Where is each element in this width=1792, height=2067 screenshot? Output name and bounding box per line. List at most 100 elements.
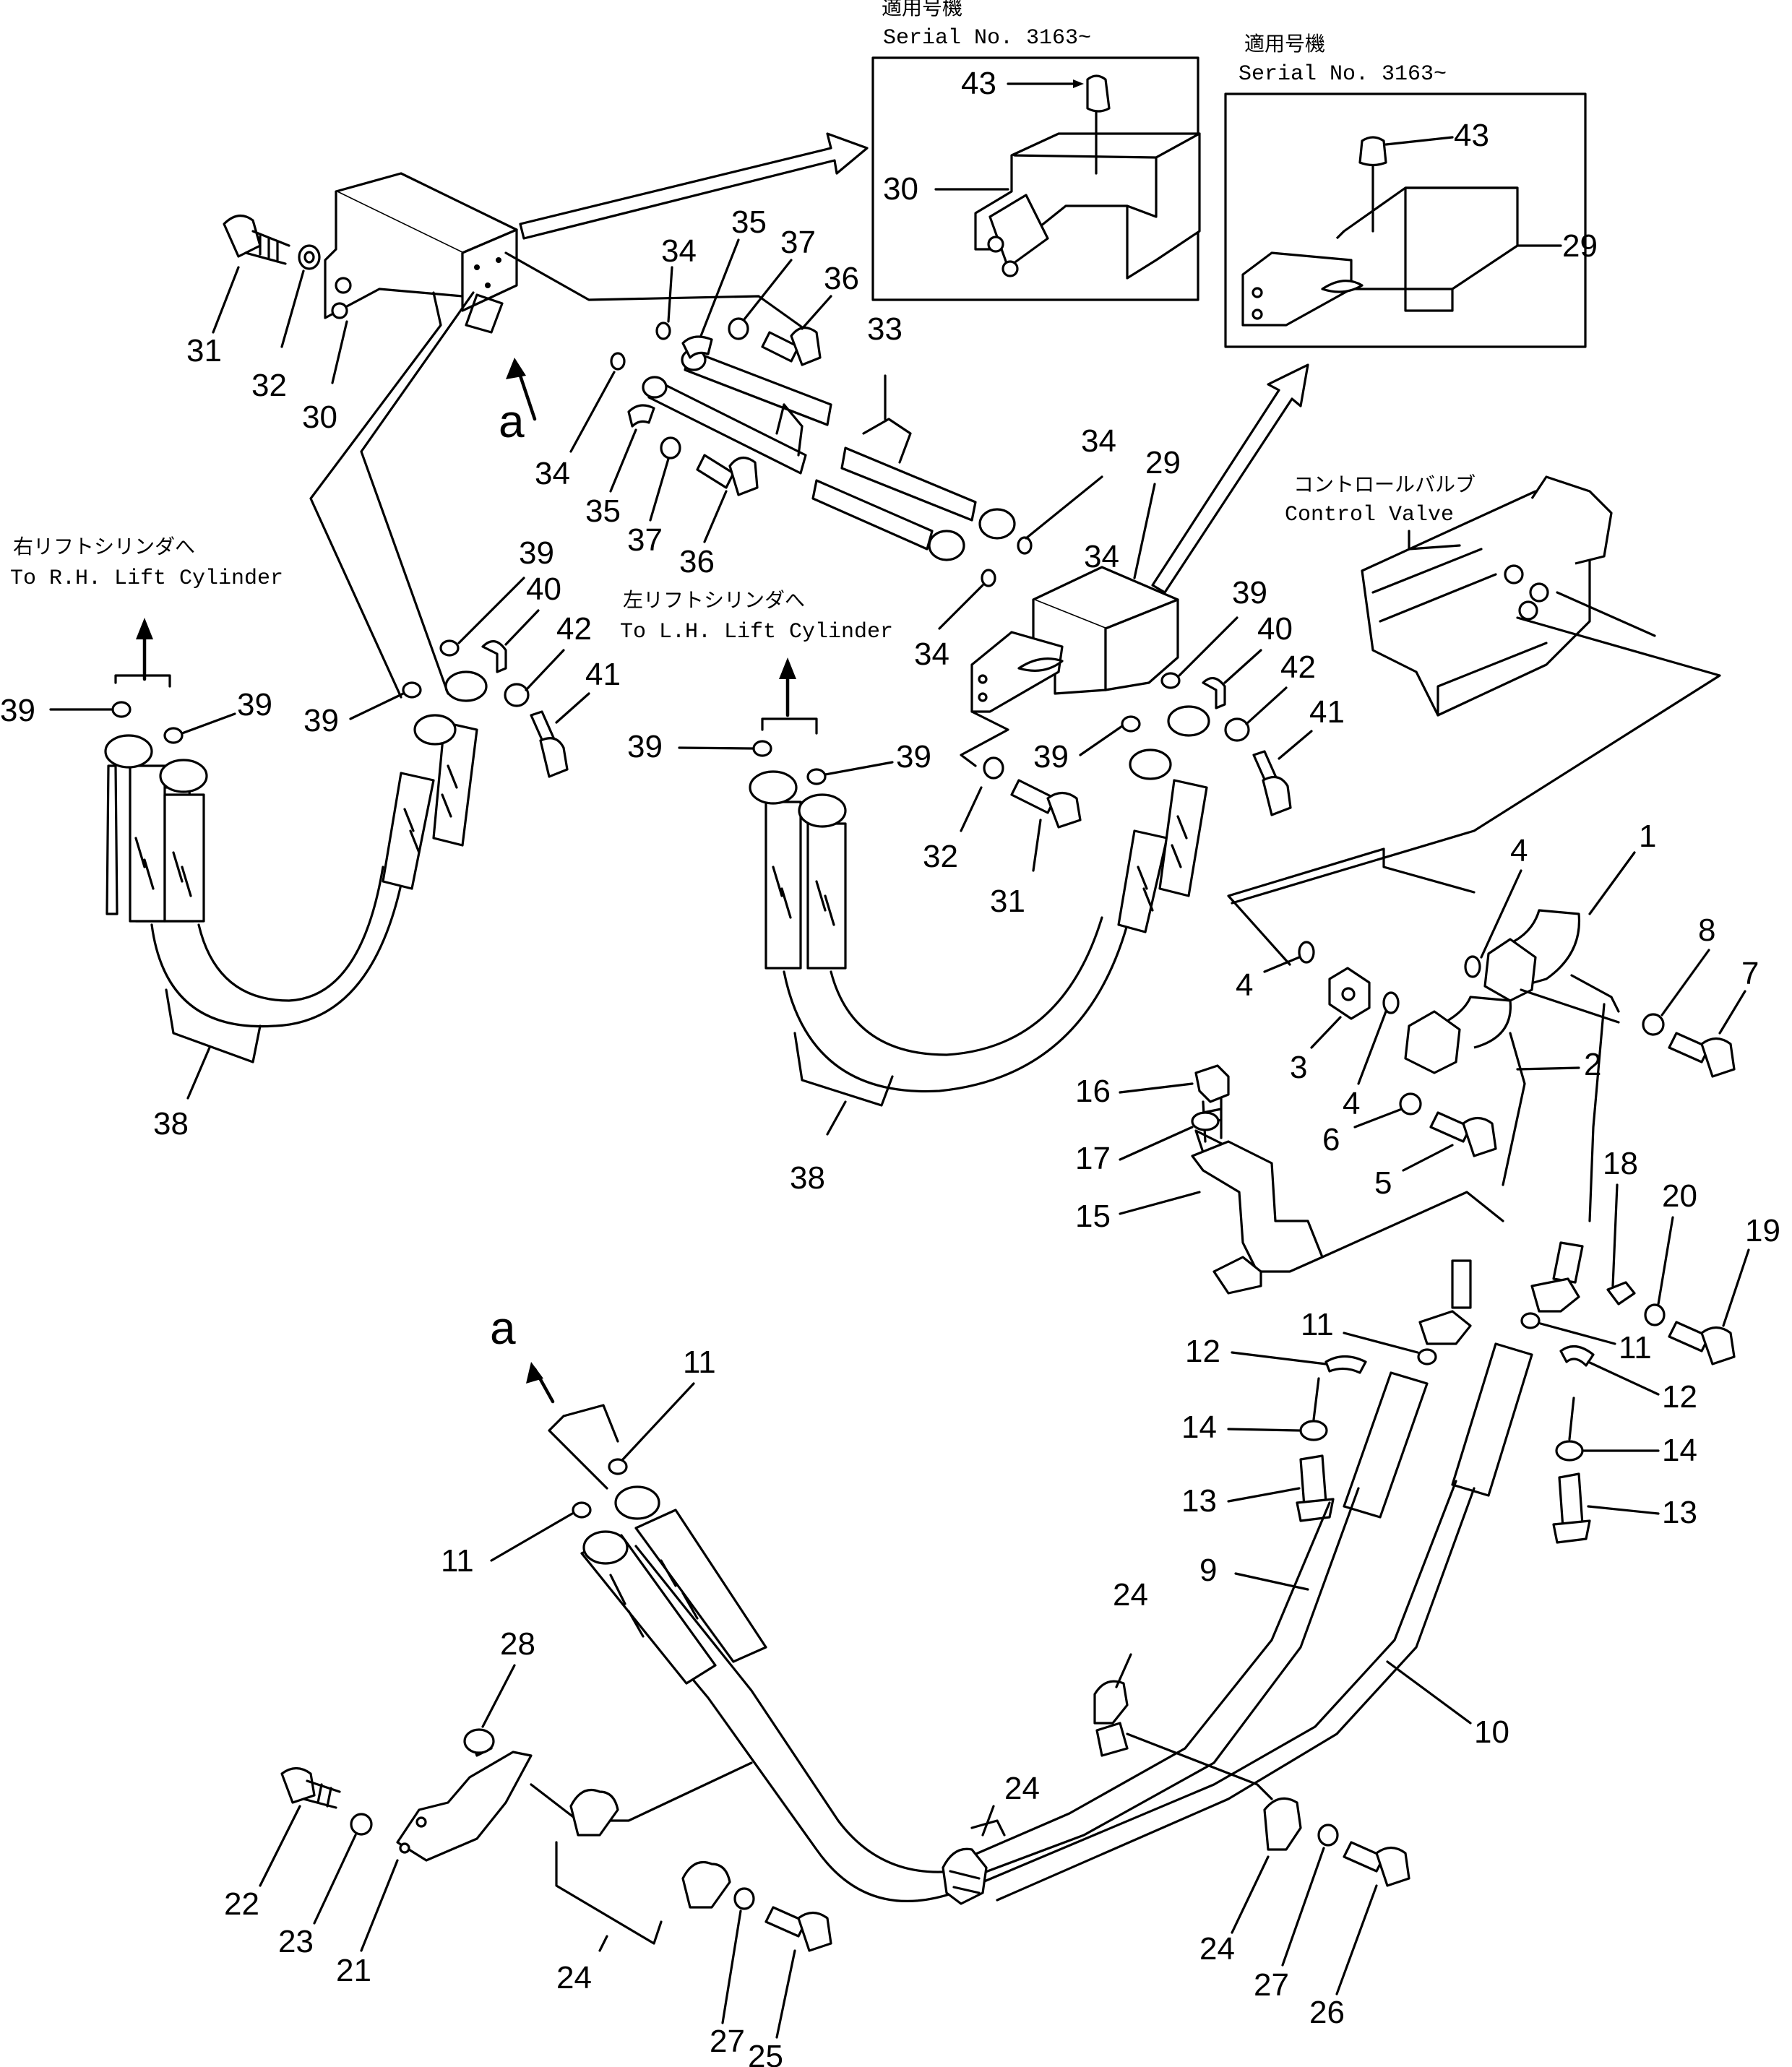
leader-12b-down [1568, 1397, 1575, 1441]
leader-4a [1480, 869, 1522, 959]
rh-route-line-b [360, 291, 475, 695]
view-arrow-head [506, 358, 526, 379]
callout-30-inset: 30 [883, 171, 918, 207]
leader-15 [1119, 1191, 1201, 1215]
lh-hose-hatching [772, 866, 835, 926]
bolt-26-shank [1343, 1841, 1385, 1873]
control-valve-caption-jp: コントロールバルブ [1293, 472, 1476, 496]
leader-11a [1343, 1332, 1419, 1354]
callout-42-l: 42 [556, 611, 592, 647]
leader-31m [1032, 819, 1042, 872]
rh-hose-loop-a [150, 866, 406, 1028]
lh-lift-caption-en: To L.H. Lift Cylinder [620, 620, 893, 644]
split-flange-35-a [681, 335, 713, 359]
leader-24d [1115, 1653, 1132, 1688]
leader-37b [649, 457, 670, 522]
pipe-1-down [1588, 1003, 1606, 1222]
hose-9-10-fittings: 18 20 19 11 11 12 12 14 14 13 13 [1181, 1146, 1780, 1544]
rh-lift-caption-en: To R.H. Lift Cylinder [10, 566, 283, 591]
hose-9-sleeve [1343, 1371, 1429, 1519]
clamp-24-e [1263, 1797, 1302, 1851]
bolt-5-shank [1429, 1111, 1472, 1143]
leader-39l2 [181, 712, 236, 735]
leader-42l [525, 649, 565, 691]
callout-33: 33 [867, 311, 903, 347]
washer-37-a [728, 317, 749, 340]
bracket-29-guide [960, 710, 1009, 767]
callout-28: 28 [500, 1626, 535, 1662]
rh-hose-c [382, 772, 435, 890]
lh-hose-b [806, 822, 847, 970]
leader-5 [1402, 1144, 1454, 1172]
callout-39-l2: 39 [237, 687, 272, 722]
hose-10-line-b [981, 1480, 1457, 1883]
callout-25: 25 [748, 2039, 783, 2067]
hose-38-rh-assembly: 右リフトシリンダへ To R.H. Lift Cylinder 38 [0, 291, 621, 1142]
callout-40-l: 40 [526, 571, 561, 607]
callout-22: 22 [224, 1886, 259, 1922]
control-valve-port [1504, 564, 1524, 584]
leader-2 [1516, 1066, 1580, 1071]
control-valve-route-a [1231, 616, 1721, 905]
callout-20: 20 [1662, 1178, 1697, 1214]
pipe-2-flange [1404, 1010, 1461, 1074]
leader-27b [1281, 1847, 1325, 1967]
rh-hose-loop-b [197, 866, 384, 1002]
o-ring-34-a [655, 322, 671, 340]
view-arrow-head-lower [526, 1362, 543, 1384]
leader-36 [801, 295, 832, 330]
pipe-33-label-box [862, 418, 912, 464]
callout-32-mid: 32 [923, 839, 958, 874]
pipe-bracket [775, 403, 804, 457]
leader-12b [1587, 1360, 1660, 1396]
inset-right-plug-43 [1358, 136, 1387, 167]
callout-15: 15 [1075, 1199, 1111, 1234]
leader-32m [960, 786, 983, 832]
clamp-24-d-lower [1095, 1722, 1129, 1757]
lh-flange-d [1167, 705, 1210, 737]
leader-31 [212, 266, 240, 334]
pipe-1-flange [1483, 938, 1537, 1002]
hose-left-hatching [609, 1559, 699, 1638]
lh-flange-b [798, 793, 847, 828]
bolt-19-head [1700, 1326, 1736, 1365]
pipe-33-flange-b [928, 530, 965, 561]
o-ring-39-l3 [402, 681, 422, 699]
pipe-guide [465, 293, 504, 334]
leader-25 [775, 1949, 796, 2039]
bracket-21-hole [415, 1816, 427, 1828]
o-ring-4-a [1464, 955, 1481, 978]
leader-30 [331, 320, 348, 384]
callout-24-c: 24 [1004, 1771, 1040, 1806]
control-valve-port [1529, 582, 1549, 603]
washer-hole [303, 251, 315, 264]
o-ring-39-m3 [1121, 715, 1141, 733]
callout-27-a: 27 [710, 2024, 745, 2059]
elbow-40-m [1202, 677, 1226, 709]
washer-27-b [1317, 1824, 1339, 1847]
rh-lift-arrow-head [136, 618, 153, 639]
leader-24c [981, 1805, 995, 1837]
lh-hose-38-bracket [793, 1032, 894, 1107]
callout-43-left: 43 [961, 66, 996, 101]
bracket-15-assembly: 16 17 15 [1075, 1064, 1504, 1295]
callout-14-a: 14 [1181, 1410, 1217, 1445]
bracket-hole [496, 257, 501, 263]
leader-13a [1227, 1487, 1301, 1503]
rh-hose-bracket [114, 674, 171, 688]
leader-10 [1386, 1660, 1472, 1725]
clamp-24-b [681, 1860, 731, 1909]
callout-1: 1 [1639, 819, 1656, 854]
leader-16 [1119, 1082, 1194, 1094]
pipe-1-route [1227, 847, 1476, 966]
callout-29: 29 [1145, 445, 1181, 480]
inset-serial-3163-left: 適用号機 Serial No. 3163~ 43 30 [871, 0, 1201, 301]
bracket-hole [485, 282, 491, 288]
callout-23: 23 [278, 1924, 314, 1959]
callout-4-a: 4 [1510, 833, 1528, 868]
inset-left-bracket-body [974, 132, 1201, 280]
bracket-15-guide [1321, 1191, 1504, 1259]
washer-42-l [504, 683, 530, 707]
callout-9: 9 [1199, 1553, 1217, 1588]
leader-24b [1231, 1855, 1270, 1934]
